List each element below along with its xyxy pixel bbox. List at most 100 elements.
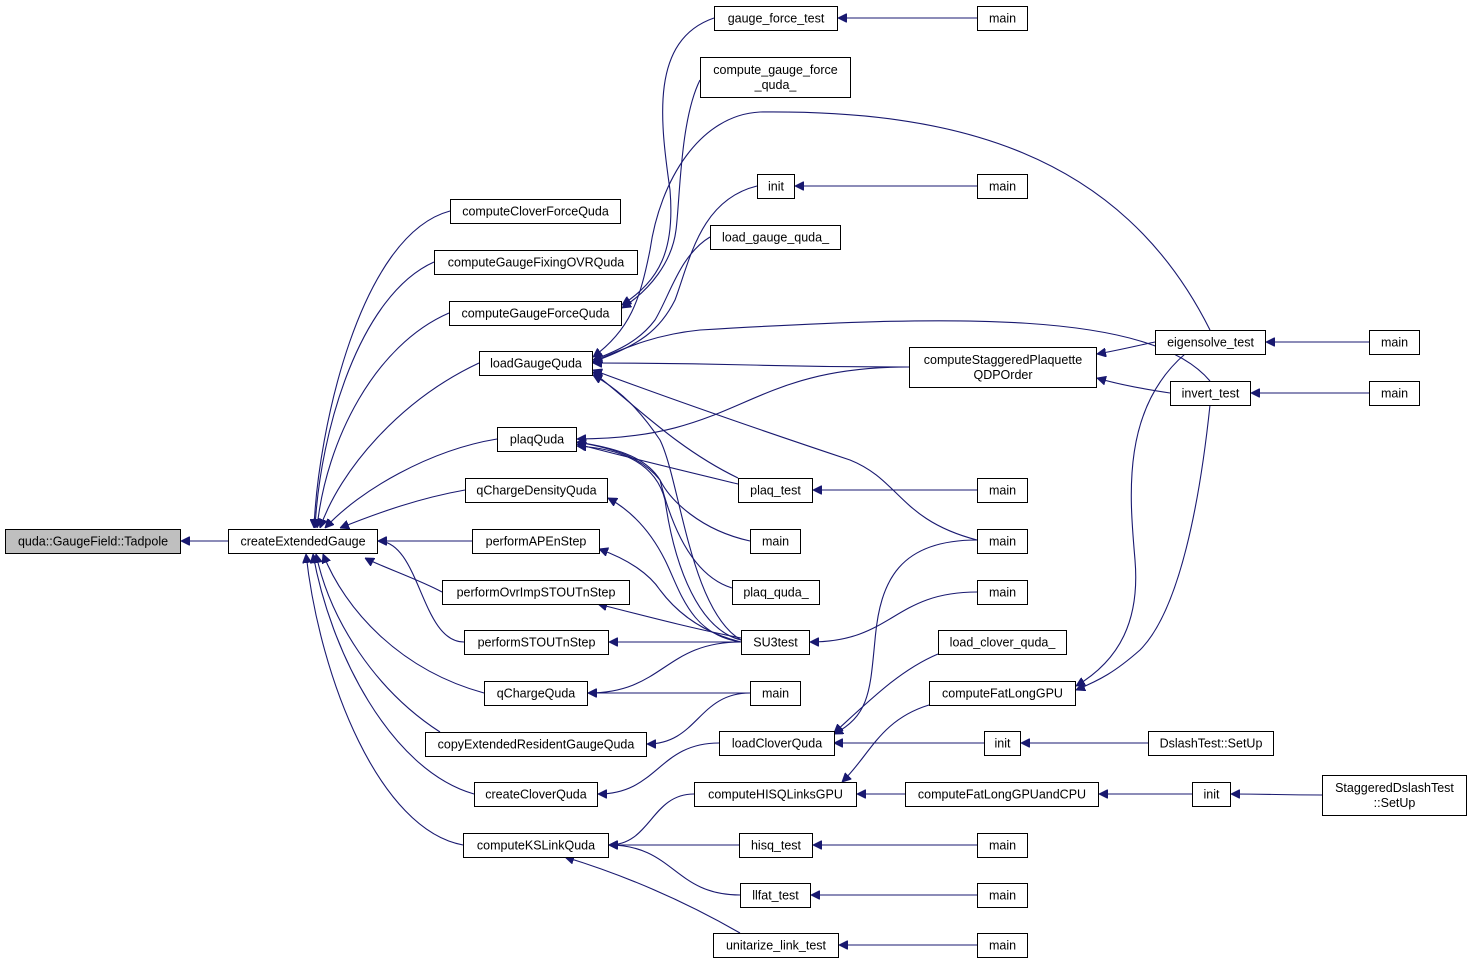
node-label: main [989,12,1016,26]
node-box [977,933,1028,958]
node-cFLGC[interactable]: computeFatLongGPUandCPU [905,782,1099,807]
node-llfat[interactable]: llfat_test [740,883,811,908]
node-main_m1[interactable]: main [750,529,801,554]
node-box [938,630,1067,655]
node-init3[interactable]: init [1192,782,1231,807]
node-box [1148,731,1274,756]
node-pST[interactable]: performSTOUTnStep [464,630,609,655]
node-main_llfat[interactable]: main [977,883,1028,908]
node-box [977,174,1028,199]
node-box [474,782,598,807]
node-label: init [995,737,1012,751]
edge-cSPQ-to-lGQ [593,363,910,368]
node-box [740,883,811,908]
node-inv[interactable]: invert_test [1170,381,1251,406]
node-label: eigensolve_test [1167,336,1254,350]
node-cGFO[interactable]: computeGaugeFixingOVRQuda [434,250,638,275]
node-box [732,580,820,605]
node-box [497,427,577,452]
node-qCQ[interactable]: qChargeQuda [484,681,588,706]
edge-su3-to-lGQ [593,375,742,641]
node-box [929,681,1076,706]
node-box [228,529,378,554]
node-qCDQ[interactable]: qChargeDensityQuda [465,478,608,503]
node-cgfq_[interactable]: compute_gauge_force_quda_ [700,57,851,98]
node-main_lgq[interactable]: main [977,529,1028,554]
edge-cgfq_-to-cGFQ [622,79,701,308]
node-plaqtest[interactable]: plaq_test [738,478,813,503]
node-cCQ[interactable]: createCloverQuda [474,782,598,807]
edge-main_su3-to-su3 [810,591,978,642]
node-label: unitarize_link_test [726,939,827,953]
edge-eig-to-cSPQ [1097,341,1156,354]
node-lGQ[interactable]: loadGaugeQuda [479,351,593,376]
node-init1[interactable]: init [757,174,795,199]
node-cFLG[interactable]: computeFatLongGPU [929,681,1076,706]
node-box [1322,775,1467,816]
node-cERG[interactable]: copyExtendedResidentGaugeQuda [425,732,647,757]
node-label: gauge_force_test [728,12,825,26]
node-box [977,6,1028,31]
edge-sds-to-init3 [1231,794,1323,795]
node-label: computeKSLinkQuda [477,839,595,853]
node-box [1155,330,1266,355]
node-gft[interactable]: gauge_force_test [714,6,838,31]
edge-lCQ-to-cCQ [598,742,720,794]
node-label: computeGaugeForceQuda [461,307,609,321]
node-sds[interactable]: StaggeredDslashTest::SetUp [1322,775,1467,816]
edge-inv-to-cFLG [1076,404,1211,690]
node-pOIS[interactable]: performOvrImpSTOUTnStep [442,580,630,605]
node-main_m2[interactable]: main [750,681,801,706]
edge-main_lgq-to-lGQ [593,370,978,541]
edge-pOIS-to-cEG [365,557,443,593]
edge-su3-to-qCDQ [608,497,742,643]
node-label: main [989,939,1016,953]
node-plaqQ[interactable]: plaqQuda [497,427,577,452]
edge-su3-to-plaqQ [577,446,742,641]
node-tadpole[interactable]: quda::GaugeField::Tadpole [5,529,181,554]
node-cHISQ[interactable]: computeHISQLinksGPU [694,782,857,807]
node-lcq_[interactable]: load_clover_quda_ [938,630,1067,655]
edge-su3-to-pOIS [598,604,742,639]
node-main_plaq[interactable]: main [977,478,1028,503]
node-main_eig[interactable]: main [1369,330,1420,355]
node-cEG[interactable]: createExtendedGauge [228,529,378,554]
node-eig[interactable]: eigensolve_test [1155,330,1266,355]
node-label: performOvrImpSTOUTnStep [457,586,616,600]
node-cCFQ[interactable]: computeCloverForceQuda [450,199,621,224]
edge-lgq_-to-lGQ [593,236,711,360]
node-label: main [989,586,1016,600]
node-main_su3[interactable]: main [977,580,1028,605]
node-plaqquda_[interactable]: plaq_quda_ [732,580,820,605]
edge-plaqQ-to-cEG [325,438,498,528]
node-unit[interactable]: unitarize_link_test [713,933,839,958]
node-label: main [989,535,1016,549]
node-pAPE[interactable]: performAPEnStep [472,529,600,554]
edge-llfat-to-cKSL [609,845,741,896]
node-su3[interactable]: SU3test [741,630,810,655]
node-box [977,833,1028,858]
edge-main_m2-to-cERG [647,692,751,744]
node-main_unit[interactable]: main [977,933,1028,958]
node-hisq[interactable]: hisq_test [739,833,813,858]
node-cGFQ[interactable]: computeGaugeForceQuda [449,301,622,326]
node-main_init1[interactable]: main [977,174,1028,199]
node-label: init [1204,788,1221,802]
node-box [479,351,593,376]
node-init2[interactable]: init [984,731,1021,756]
node-box [977,580,1028,605]
node-lgq_[interactable]: load_gauge_quda_ [710,225,841,250]
node-box [425,732,647,757]
node-box [977,529,1028,554]
edge-eig-to-cFLG [1076,353,1186,686]
node-main_hisq[interactable]: main [977,833,1028,858]
node-main_inv[interactable]: main [1369,381,1420,406]
node-dslash[interactable]: DslashTest::SetUp [1148,731,1274,756]
node-label: compute_gauge_force [713,63,837,77]
node-cKSL[interactable]: computeKSLinkQuda [463,833,609,858]
node-box [463,833,609,858]
node-main_gft[interactable]: main [977,6,1028,31]
node-label: QDPOrder [973,368,1032,382]
node-lCQ[interactable]: loadCloverQuda [719,731,835,756]
